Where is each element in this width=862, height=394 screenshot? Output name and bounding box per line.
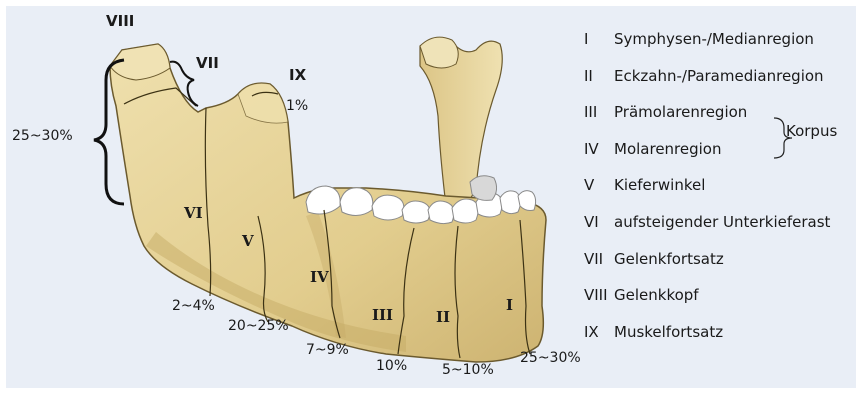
legend-text: Prämolarenregion xyxy=(614,103,747,121)
pct-angle: 20~25% xyxy=(228,318,289,334)
label-ii: II xyxy=(436,308,450,326)
legend-text: Molarenregion xyxy=(614,140,722,158)
label-viii: VIII xyxy=(106,12,134,30)
legend-num: III xyxy=(584,103,597,121)
legend-num: IV xyxy=(584,140,599,158)
label-ix: IX xyxy=(289,66,306,84)
pct-ramus: 2~4% xyxy=(172,298,215,314)
legend-text: Eckzahn-/Paramedianregion xyxy=(614,67,824,85)
mandible-diagram xyxy=(6,6,856,388)
legend-num: VI xyxy=(584,213,599,231)
legend-num: II xyxy=(584,67,593,85)
pct-canine: 5~10% xyxy=(442,362,494,378)
pct-symphysis: 25~30% xyxy=(520,350,581,366)
label-vii: VII xyxy=(196,54,219,72)
pct-molar: 7~9% xyxy=(306,342,349,358)
label-iv: IV xyxy=(310,268,329,286)
legend-num: VIII xyxy=(584,286,608,304)
label-v: V xyxy=(242,232,254,250)
label-vi: VI xyxy=(184,204,203,222)
legend-text: Gelenkkopf xyxy=(614,286,699,304)
legend-num: I xyxy=(584,30,588,48)
pct-condyle: 25~30% xyxy=(12,128,73,144)
legend-text: Gelenkfortsatz xyxy=(614,250,724,268)
legend-text: Muskelfortsatz xyxy=(614,323,723,341)
legend-text: aufsteigender Unterkieferast xyxy=(614,213,830,231)
legend-num: VII xyxy=(584,250,603,268)
figure-frame: VIII VII IX 1% 25~30% VI V IV III II I 2… xyxy=(6,6,856,388)
legend-num: IX xyxy=(584,323,599,341)
pct-premolar: 10% xyxy=(376,358,407,374)
legend-text: Symphysen-/Medianregion xyxy=(614,30,814,48)
label-iii: III xyxy=(372,306,393,324)
label-i: I xyxy=(506,296,513,314)
legend-text: Kieferwinkel xyxy=(614,176,705,194)
korpus-label: Korpus xyxy=(786,122,837,140)
legend-num: V xyxy=(584,176,594,194)
far-condyle xyxy=(420,37,458,68)
pct-coronoid: 1% xyxy=(286,98,308,114)
